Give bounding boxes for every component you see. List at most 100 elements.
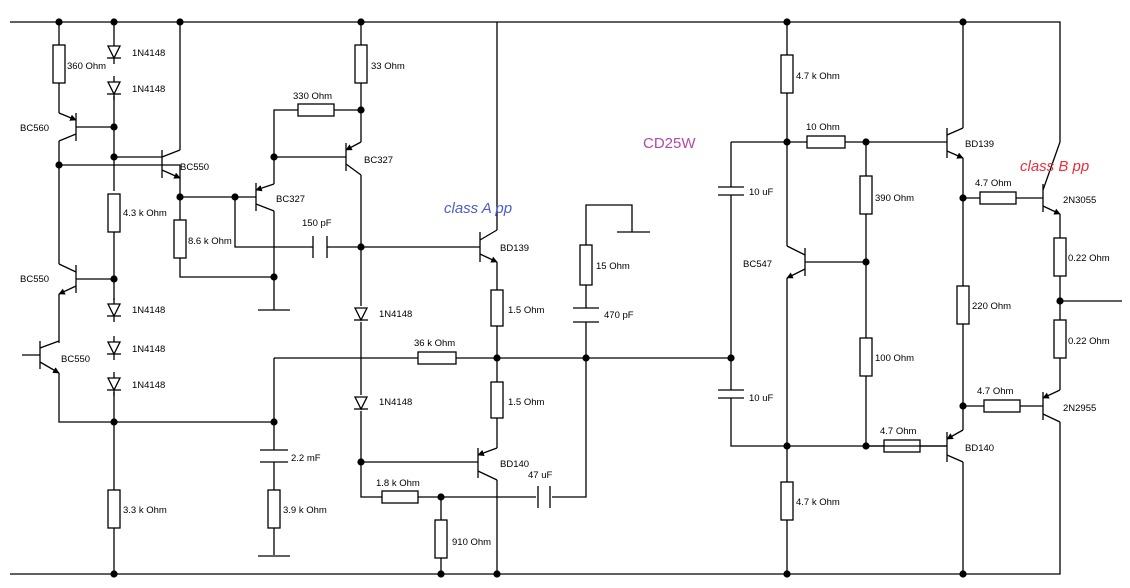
wire	[58, 373, 274, 423]
label-r4r7-c: 4.7 Ohm	[880, 426, 917, 437]
component-labels: 360 Ohm 1N4148 1N4148 BC560 BC550 4.3 k …	[20, 48, 1110, 548]
junction-dot	[959, 18, 967, 26]
label-r4r7-b: 4.7 Ohm	[977, 386, 1014, 397]
transistor-bd139-b	[946, 127, 964, 159]
junction-dot	[437, 493, 445, 501]
label-d1: 1N4148	[132, 48, 165, 59]
junction-dot	[357, 106, 365, 114]
label-bd139-b: BD139	[965, 139, 994, 150]
resistor-1r5-b	[490, 381, 504, 419]
transistor-bc550-top	[161, 149, 181, 192]
resistor-10	[806, 135, 846, 149]
label-r3k9: 3.9 k Ohm	[283, 505, 327, 516]
junction-dot	[231, 193, 239, 201]
junction-dot	[493, 354, 501, 362]
resistor-36k	[417, 351, 457, 365]
label-d5: 1N4148	[132, 380, 165, 391]
junction-dot	[783, 442, 791, 450]
junction-dot	[110, 418, 118, 426]
junction-dot	[357, 18, 365, 26]
junction-dot	[959, 194, 967, 202]
resistor-100	[859, 337, 873, 377]
junction-dot	[270, 273, 278, 281]
diode-1n4148	[106, 372, 122, 396]
wire	[76, 126, 114, 280]
junction-dot	[959, 570, 967, 578]
label-r4k7-a: 4.7 k Ohm	[796, 71, 840, 82]
transistor-bc550-mid	[58, 263, 77, 295]
label-bd140-a: BD140	[500, 459, 529, 470]
negative-rail	[10, 422, 1061, 575]
diode-1n4148	[353, 396, 369, 411]
label-r390: 390 Ohm	[875, 193, 914, 204]
label-d3: 1N4148	[132, 305, 165, 316]
label-c10u-b: 10 uF	[749, 393, 773, 404]
transistor-bc547	[786, 245, 806, 279]
wire	[179, 192, 274, 278]
diagram-title: CD25W	[643, 135, 696, 152]
label-r8k6: 8.6 k Ohm	[188, 236, 232, 247]
resistor-910	[434, 519, 448, 559]
resistor-15	[579, 244, 593, 286]
label-r4k3: 4.3 k Ohm	[123, 208, 167, 219]
junction-dot	[110, 123, 118, 131]
resistor-33	[354, 44, 368, 84]
label-bc550-top: BC550	[180, 162, 209, 173]
label-2n3055: 2N3055	[1063, 195, 1096, 206]
junction-dot	[110, 275, 118, 283]
junction-dot	[783, 570, 791, 578]
label-c150p: 150 pF	[302, 218, 332, 229]
label-c2m2: 2.2 mF	[291, 453, 321, 464]
capacitors	[260, 186, 744, 508]
transistor-bc560	[58, 112, 77, 142]
diode-1n4148	[106, 76, 122, 100]
wire	[273, 109, 361, 157]
label-r910: 910 Ohm	[452, 537, 491, 548]
resistor-3k3	[107, 489, 121, 529]
resistor-390	[859, 175, 873, 215]
diodes	[106, 40, 369, 411]
label-r3k3: 3.3 k Ohm	[123, 505, 167, 516]
junction-dot	[727, 354, 735, 362]
junction-dot	[783, 18, 791, 26]
label-r4k7-b: 4.7 k Ohm	[796, 497, 840, 508]
resistor-8k6	[173, 219, 187, 259]
junction-dot	[110, 18, 118, 26]
resistor-4k7-b	[780, 481, 794, 521]
junction-dot	[176, 193, 184, 201]
transistors	[39, 112, 1061, 481]
junction-dot	[55, 161, 63, 169]
diode-1n4148	[106, 336, 122, 360]
junction-dot	[110, 570, 118, 578]
resistor-330	[297, 103, 335, 117]
label-r15: 15 Ohm	[596, 261, 630, 272]
resistor-4k7-a	[780, 54, 794, 94]
label-r0r22-a: 0.22 Ohm	[1068, 253, 1110, 264]
label-c47u: 47 uF	[528, 470, 552, 481]
capacitor-470p	[573, 307, 599, 323]
resistor-3k9	[267, 489, 281, 529]
transistor-bd140-b	[946, 429, 964, 463]
diode-1n4148	[106, 298, 122, 322]
junction-dot	[862, 138, 870, 146]
capacitor-2m2	[260, 449, 288, 463]
label-bd140-b: BD140	[965, 443, 994, 454]
resistor-4r7-a	[979, 191, 1017, 205]
junction-dot	[959, 402, 967, 410]
label-r360: 360 Ohm	[67, 61, 106, 72]
label-r36k: 36 k Ohm	[414, 338, 455, 349]
transistor-2n3055	[1042, 141, 1061, 215]
resistor-0r22-b	[1053, 319, 1067, 359]
junction-dot	[55, 18, 63, 26]
transistor-bd139-a	[479, 229, 498, 263]
wire	[273, 156, 346, 184]
label-d2: 1N4148	[132, 84, 165, 95]
wire	[585, 204, 633, 358]
note-class-b: class B pp	[1020, 158, 1089, 175]
junction-dot	[270, 418, 278, 426]
label-bc550-in: BC550	[61, 354, 90, 365]
positive-rail	[10, 21, 1061, 142]
junction-dot	[270, 153, 278, 161]
junction-dot	[176, 18, 184, 26]
label-bd139-a: BD139	[500, 243, 529, 254]
